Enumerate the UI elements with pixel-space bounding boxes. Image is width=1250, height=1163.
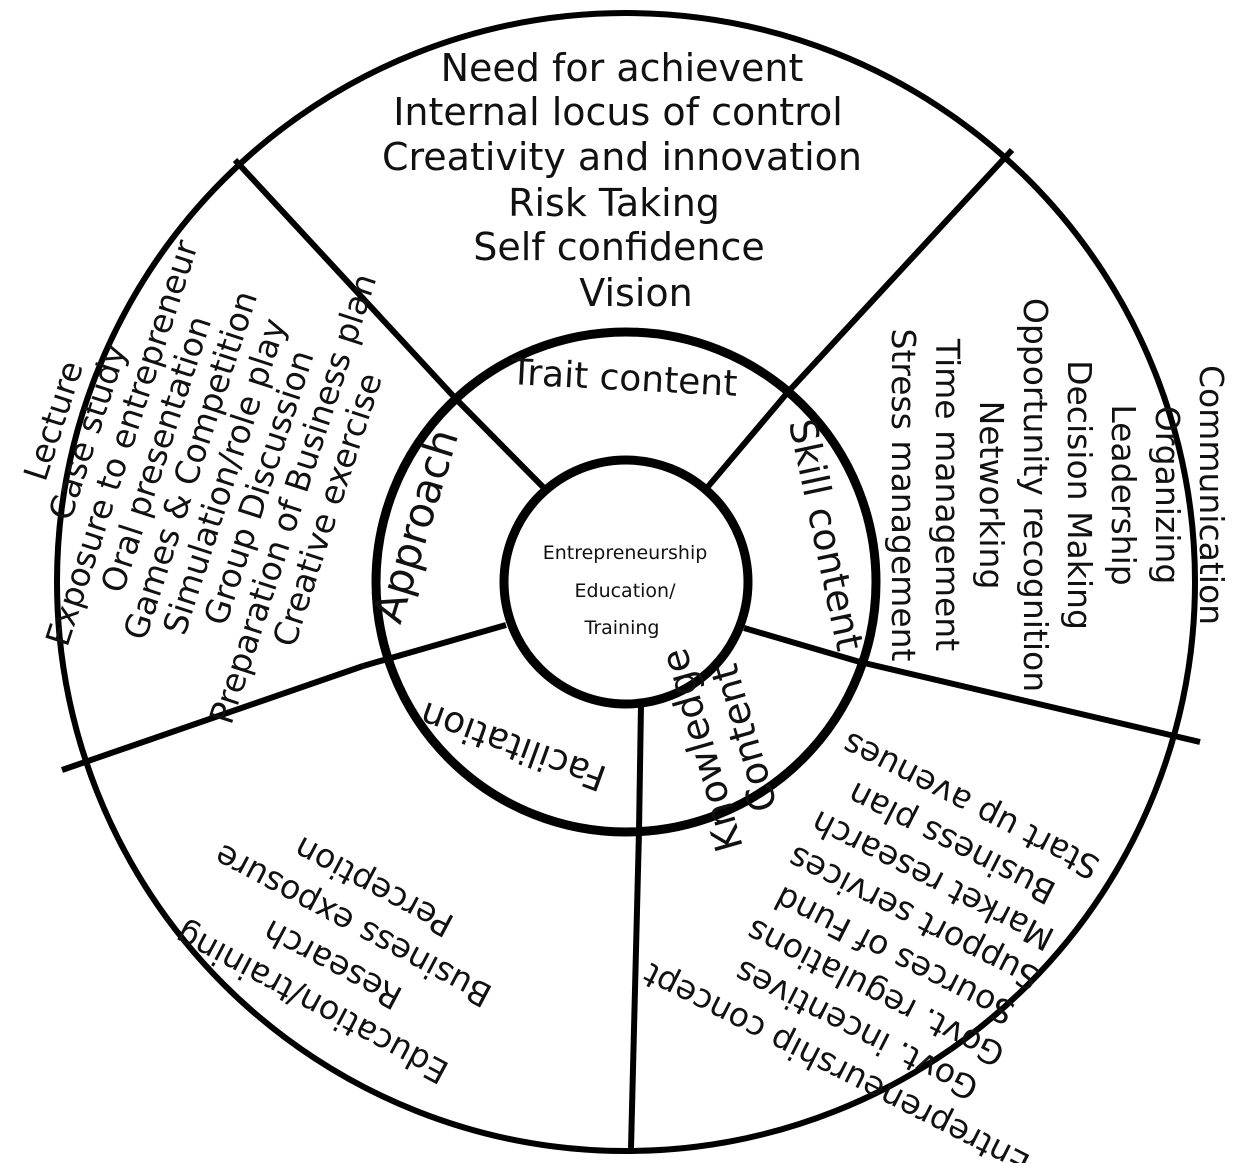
- skill-item: Decision Making: [1060, 360, 1099, 630]
- skill-item: Networking: [972, 401, 1011, 590]
- divider-inner-skill-knowledge: [743, 625, 861, 665]
- ring-label-trait: Trait content: [509, 352, 739, 405]
- divider-outer-trait-skill: [785, 147, 1015, 395]
- trait-item: Risk Taking: [508, 181, 720, 225]
- ring-label-skill-group: Skill content: [780, 415, 872, 654]
- trait-item: Internal locus of control: [393, 90, 843, 134]
- facilitation-items: Education/training Research Business exp…: [169, 829, 498, 1092]
- approach-items: Lecture Case study Exposure to entrepren…: [16, 235, 390, 729]
- skill-item: Stress management: [884, 329, 923, 662]
- divider-outer-knowledge-facilitation: [628, 830, 642, 1149]
- ring-label-facilitation: Facilitation: [415, 693, 612, 798]
- center-label-line-2: Education/: [575, 580, 677, 602]
- trait-item: Self confidence: [473, 225, 765, 269]
- ring-label-skill: Skill content: [780, 415, 872, 654]
- trait-item: Creativity and innovation: [382, 135, 862, 179]
- trait-item: Need for achievent: [441, 46, 804, 90]
- skill-item: Communication: [1192, 365, 1231, 625]
- trait-item: Vision: [579, 271, 692, 315]
- divider-inner-facilitation-approach: [362, 622, 507, 669]
- outer-ring: [54, 10, 1198, 1154]
- inner-ring: [499, 455, 753, 709]
- skill-item: Opportunity recognition: [1016, 298, 1055, 692]
- divider-inner-trait-skill: [703, 390, 791, 491]
- center-label-line-1: Entrepreneurship: [543, 542, 708, 564]
- skill-item: Organizing: [1148, 406, 1187, 585]
- divider-outer-trait-approach: [232, 157, 459, 402]
- middle-ring: [371, 327, 881, 837]
- skill-items: Communication Organizing Leadership Deci…: [884, 298, 1231, 692]
- skill-item: Time management: [928, 338, 967, 651]
- ring-label-facilitation-group: Facilitation: [415, 693, 612, 798]
- divider-inner-knowledge-facilitation: [636, 703, 644, 832]
- divider-inner-trait-approach: [453, 396, 547, 491]
- skill-item: Leadership: [1104, 404, 1143, 585]
- trait-items: Need for achievent Internal locus of con…: [382, 46, 862, 315]
- divider-outer-skill-knowledge: [859, 659, 1201, 745]
- divider-outer-facilitation-approach: [61, 663, 364, 773]
- center-label-line-3: Training: [584, 617, 660, 639]
